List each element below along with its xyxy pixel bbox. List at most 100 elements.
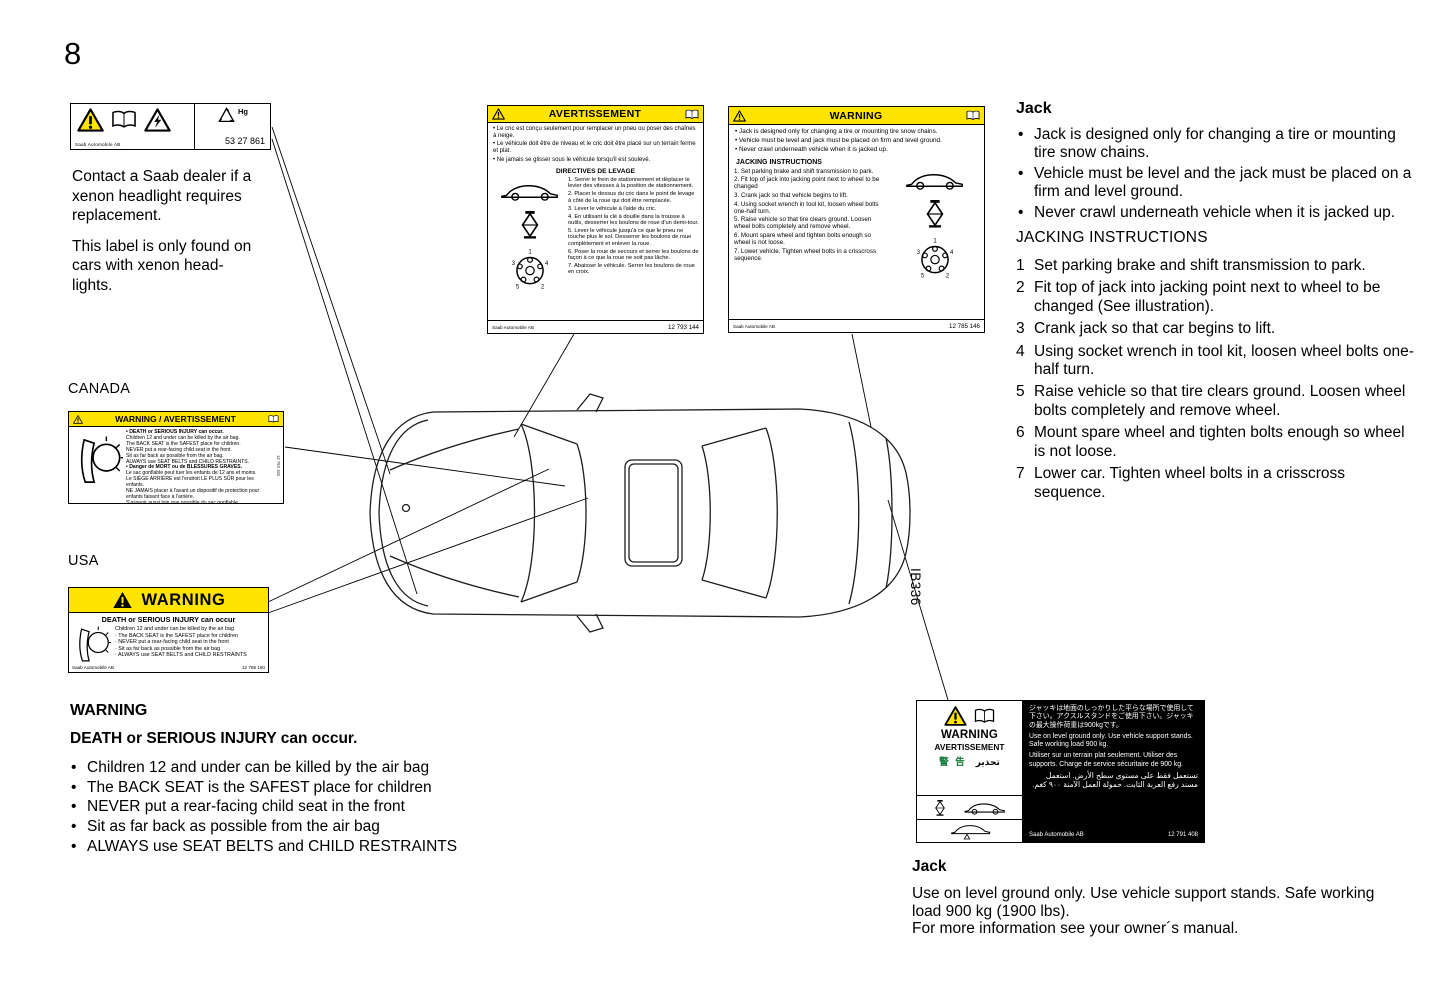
bullet-item: Sit as far back as possible from the air…	[70, 817, 570, 837]
electrical-hazard-icon	[144, 108, 171, 132]
label-columns: 1. Serrer le frein de stationnement et d…	[488, 177, 703, 320]
label-brand: Saab Automobile AB	[75, 142, 121, 147]
xenon-note-para2: This label is only found on cars with xe…	[72, 237, 252, 294]
figure-id: IB336	[908, 568, 923, 606]
label-title: WARNING	[141, 590, 226, 609]
airbag-warning-pictogram	[73, 625, 111, 665]
label-text-japanese: ジャッキは地面のしっかりした平らな場所で使用して下さい。アクスルスタンドをご使用…	[1029, 705, 1194, 729]
label-part-number: 12 793 150	[276, 455, 281, 476]
step-item: 2 Fit top of jack into jacking point nex…	[1016, 279, 1420, 316]
label-steps: 1. Serrer le frein de stationnement et d…	[568, 177, 699, 320]
step-item: 5 Raise vehicle so that tire clears grou…	[1016, 383, 1420, 420]
multilang-jack-label: WARNING AVERTISSEMENT 警 告 تحذير ジャッキは地面の…	[916, 700, 1205, 843]
label-title: WARNING / AVERTISSEMENT	[115, 414, 236, 424]
jack-footer-heading: Jack	[912, 858, 947, 875]
step-text: Raise vehicle so that tire clears ground…	[1034, 383, 1406, 419]
step-item: 6 Mount spare wheel and tighten bolts en…	[1016, 424, 1420, 461]
label-title: WARNING	[829, 109, 883, 122]
label-footer: Saab Automobile AB 12 785 160	[69, 665, 268, 672]
canada-airbag-label: WARNING / AVERTISSEMENT • DEATH or SERIO…	[68, 411, 284, 504]
airbag-warning-pictogram	[73, 430, 123, 492]
manual-book-icon	[974, 708, 995, 724]
car-side-icon	[498, 181, 562, 202]
manual-book-icon	[268, 415, 279, 423]
jacking-steps: 1 Set parking brake and shift transmissi…	[1016, 257, 1420, 502]
label-steps: 1. Set parking brake and shift transmiss…	[734, 168, 891, 319]
step-item: 3 Crank jack so that car begins to lift.	[1016, 320, 1420, 338]
warning-triangle-icon	[112, 591, 133, 609]
label-step: 2. Fit top of jack into jacking point ne…	[734, 176, 880, 191]
car-outline	[369, 393, 911, 633]
label-header: AVERTISSEMENT	[488, 106, 703, 123]
bullet-item: Children 12 and under can be killed by t…	[70, 758, 570, 778]
jacking-instructions-heading: JACKING INSTRUCTIONS	[1016, 229, 1208, 247]
label-subtitle: DEATH or SERIOUS INJURY can occur	[101, 615, 236, 624]
label-step: 2. Placer le dessus du cric dans le poin…	[568, 191, 695, 204]
bullet-item: Jack is designed only for changing a tir…	[1016, 126, 1420, 163]
step-number: 3	[1016, 320, 1025, 338]
label-text-line: Le sac gonflable peut tuer les enfants d…	[126, 470, 257, 477]
label-bullets: • Le cric est conçu seulement pour rempl…	[488, 123, 703, 166]
label-step: 1. Set parking brake and shift transmiss…	[734, 167, 874, 175]
label-bullet: • Never crawl underneath vehicle when it…	[735, 145, 888, 153]
warning-triangle-icon	[77, 108, 104, 132]
label-text-line: S'asseoir aussi loin que possible du sac…	[126, 499, 240, 503]
label-header: WARNING	[729, 107, 984, 125]
label-brand: Saab Automobile AB	[492, 324, 534, 330]
step-number: 2	[1016, 279, 1025, 297]
label-bullet: • Ne jamais se glisser sous le véhicule …	[493, 156, 651, 163]
label-text-line: Children 12 and under can be killed by t…	[115, 626, 234, 632]
warning-triangle-icon	[73, 415, 83, 424]
jack-heading: Jack	[1016, 100, 1052, 117]
airbag-warning-section: WARNING DEATH or SERIOUS INJURY can occu…	[70, 702, 570, 857]
xenon-note-para1: Contact a Saab dealer if a xenon headlig…	[72, 168, 252, 224]
jack-section: Jack Jack is designed only for changing …	[1016, 100, 1420, 506]
label-section-title: DIRECTIVES DE LEVAGE	[555, 168, 635, 176]
label-text-line: • DEATH or SERIOUS INJURY can occur.	[126, 429, 224, 435]
label-header: WARNING / AVERTISSEMENT	[69, 412, 283, 427]
label-columns: 1. Set parking brake and shift transmiss…	[729, 168, 984, 319]
car-side-icon	[963, 800, 1007, 816]
warning-triangle-icon	[944, 706, 967, 726]
warning-en: WARNING	[941, 729, 998, 741]
usa-airbag-label: WARNING DEATH or SERIOUS INJURY can occu…	[68, 587, 269, 673]
car-on-jack-icon	[943, 821, 997, 841]
step-item: 1 Set parking brake and shift transmissi…	[1016, 257, 1420, 275]
label-text-line: • Danger de MORT ou de BLESSURES GRAVES.	[126, 464, 243, 471]
step-item: 7 Lower car. Tighten wheel bolts in a cr…	[1016, 465, 1420, 502]
label-text-arabic: تستعمل فقط على مستوى سطح الأرض. استعمل م…	[1032, 771, 1198, 789]
step-text: Crank jack so that car begins to lift.	[1034, 320, 1276, 338]
bullet-item: The BACK SEAT is the SAFEST place for ch…	[70, 778, 570, 798]
label-part-number: 53 27 861	[224, 136, 265, 146]
manual-book-icon	[111, 110, 137, 129]
manual-book-icon	[685, 109, 699, 120]
jack-icon	[921, 199, 949, 229]
label-brand: Saab Automobile AB	[1029, 831, 1084, 838]
xenon-label-right: Hg 53 27 861	[195, 104, 270, 149]
label-part-number: 12 791 408	[1167, 831, 1198, 838]
wheel-bolt-sequence-icon	[509, 248, 551, 292]
usa-heading: USA	[68, 553, 99, 569]
xenon-note: Contact a Saab dealer if a xenon headlig…	[72, 167, 287, 306]
bullet-item: Never crawl underneath vehicle when it i…	[1016, 204, 1420, 223]
mercury-symbol: Hg	[238, 107, 248, 116]
label-bullet: • Le cric est conçu seulement pour rempl…	[493, 126, 696, 139]
xenon-label-icons: Saab Automobile AB	[71, 104, 195, 149]
label-step: 3. Lever le véhicule à l'aide du cric.	[568, 205, 657, 212]
jack-footer-section: Jack Use on level ground only. Use vehic…	[912, 858, 1390, 938]
label-part-number: 12 785 146	[949, 322, 980, 330]
label-step: 5. Raise vehicle so that tire clears gro…	[734, 216, 872, 231]
label-step: 4. Using socket wrench in tool kit, loos…	[734, 200, 879, 215]
bullet-item: NEVER put a rear-facing child seat in th…	[70, 797, 570, 817]
label-bullets: • Jack is designed only for changing a t…	[729, 125, 984, 156]
label-footer: Saab Automobile AB 12 793 144	[488, 320, 703, 333]
label-body: Children 12 and under can be killed by t…	[69, 624, 268, 665]
label-text-line: · The BACK SEAT is the SAFEST place for …	[115, 632, 239, 639]
step-number: 7	[1016, 465, 1025, 483]
label-footer: Saab Automobile AB 12 791 408	[1029, 829, 1198, 839]
label-text-line: · ALWAYS use SEAT BELTS and CHILD RESTRA…	[115, 652, 247, 658]
label-step: 4. En utilisant la clé à douille dans la…	[568, 213, 699, 226]
warning-ja: 警 告	[939, 757, 967, 768]
bullet-item: ALWAYS use SEAT BELTS and CHILD RESTRAIN…	[70, 837, 570, 857]
label-step: 3. Crank jack so that vehicle begins to …	[734, 192, 848, 199]
